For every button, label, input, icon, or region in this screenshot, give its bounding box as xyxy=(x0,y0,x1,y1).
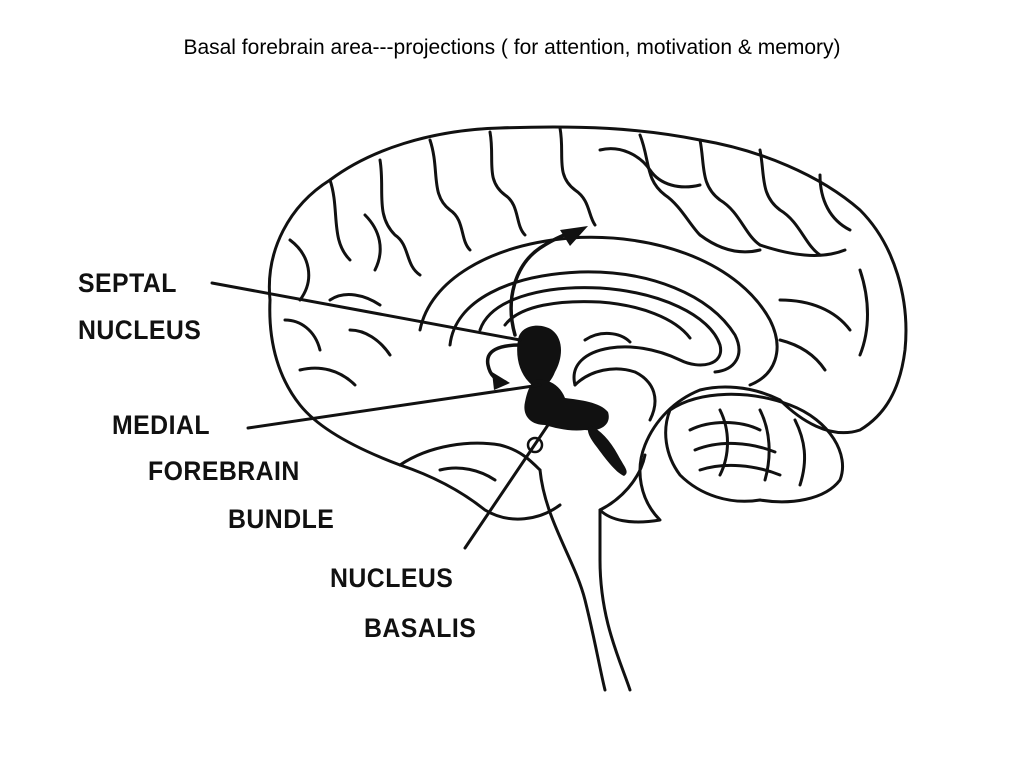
label-mfb-line2: FOREBRAIN xyxy=(148,456,300,486)
nucleus-basalis-circle xyxy=(526,436,544,454)
label-basalis-line1: NUCLEUS xyxy=(330,563,454,593)
cerebellum-outline xyxy=(664,392,845,504)
pons xyxy=(598,453,647,512)
cingulate-gyrus-outer xyxy=(418,235,779,387)
label-mfb-line1: MEDIAL xyxy=(112,410,210,440)
arrowhead-loop xyxy=(492,372,510,390)
basalis-leader-line xyxy=(463,423,550,550)
slide-title: Basal forebrain area---projections ( for… xyxy=(183,36,841,59)
corpus-callosum xyxy=(478,286,723,387)
mfb-leader-line xyxy=(246,383,542,430)
arrowhead-cortex xyxy=(560,226,588,246)
septal-nucleus-shape xyxy=(517,325,561,388)
cingulate-gyrus-inner xyxy=(448,270,741,374)
label-septal-line2: NUCLEUS xyxy=(78,315,202,345)
temporal-outline xyxy=(398,441,542,472)
label-mfb-line3: BUNDLE xyxy=(228,504,335,534)
projection-arrow-loop xyxy=(485,343,522,384)
brainstem-front xyxy=(538,468,607,692)
fornix xyxy=(573,367,657,422)
label-septal-line1: SEPTAL xyxy=(78,268,177,298)
mfb-tail xyxy=(587,425,627,476)
basal-forebrain-body xyxy=(524,379,609,431)
label-basalis-line2: BASALIS xyxy=(364,613,477,643)
cortex-outline xyxy=(267,125,908,692)
septal-leader-line xyxy=(210,281,522,342)
